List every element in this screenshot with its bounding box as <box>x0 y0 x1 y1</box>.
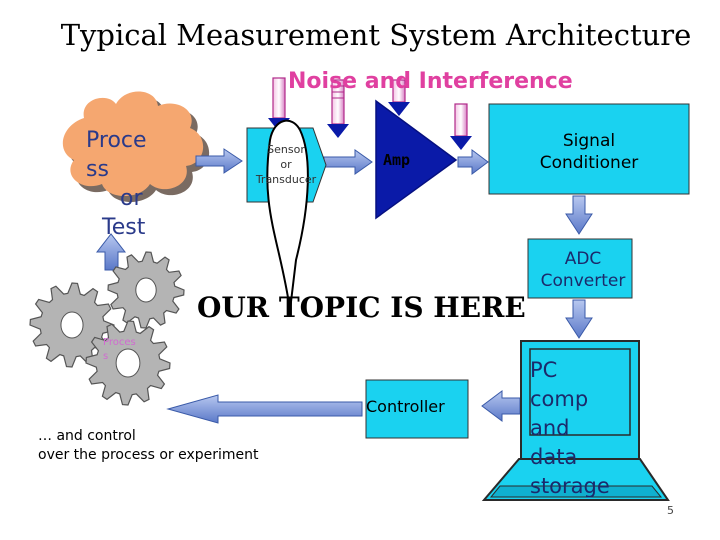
pc-line: comp <box>530 387 589 411</box>
noise-label: Noise and Interference <box>288 69 573 94</box>
gear-bottom <box>85 320 171 406</box>
noise-arrow-4 <box>450 103 472 150</box>
adc-line: ADC <box>564 249 602 269</box>
page-number: 5 <box>667 504 674 517</box>
controller-label: Controller <box>366 397 445 416</box>
process-label-line: or <box>120 186 143 211</box>
sensor-label: Sensor or Transducer <box>247 142 325 187</box>
controller-box <box>365 379 469 439</box>
caption-line: … and control <box>38 428 136 444</box>
adc-box <box>527 238 633 299</box>
pc-line: storage <box>530 474 610 498</box>
process-gears <box>29 251 185 406</box>
pc-line: and <box>530 416 570 440</box>
noise-arrow-3 <box>388 79 410 116</box>
gear-left <box>29 282 115 368</box>
process-cloud <box>62 91 210 202</box>
noise-arrow-2 <box>327 79 349 138</box>
sensor-label-line: Transducer <box>255 173 317 186</box>
arrow-amp-to-conditioner <box>457 149 489 175</box>
arrow-conditioner-to-adc <box>565 195 593 235</box>
signal-conditioner-box <box>488 103 690 195</box>
gear-process-line: s <box>103 351 109 362</box>
slide-title: Typical Measurement System Architecture <box>60 18 692 52</box>
arrow-sensor-to-amp <box>323 149 373 175</box>
adc-label: ADC Converter <box>525 248 641 292</box>
gear-process-line: Proces <box>103 337 136 348</box>
caption-line: over the process or experiment <box>38 447 259 463</box>
topic-label: OUR TOPIC IS HERE <box>197 291 526 324</box>
process-label-line: Test <box>102 215 146 240</box>
arrow-pc-to-controller <box>481 390 521 422</box>
control-caption: … and control over the process or experi… <box>38 427 259 465</box>
amp-triangle <box>375 99 458 220</box>
process-label-line: ss <box>86 157 109 182</box>
sensor-label-line: or <box>280 158 292 171</box>
pc-label: PC comp and data storage <box>530 356 610 501</box>
process-label-line: Proce <box>86 128 147 153</box>
arrow-cloud-to-sensor <box>195 148 243 174</box>
adc-line: Converter <box>540 271 626 291</box>
amp-label: Amp <box>383 151 411 169</box>
topic-callout <box>266 119 309 311</box>
pc-computer <box>481 340 670 501</box>
signal-conditioner-line: Conditioner <box>539 153 639 173</box>
signal-conditioner-label: Signal Conditioner <box>500 130 678 174</box>
gear-process-label: Proces s <box>103 336 136 364</box>
sensor-label-line: Sensor <box>267 143 305 156</box>
pc-line: data <box>530 445 578 469</box>
arrow-adc-to-pc <box>565 299 593 339</box>
gear-top <box>107 251 185 329</box>
signal-conditioner-line: Signal <box>562 131 616 151</box>
pc-line: PC <box>530 358 558 382</box>
arrow-controller-to-process <box>166 394 363 424</box>
